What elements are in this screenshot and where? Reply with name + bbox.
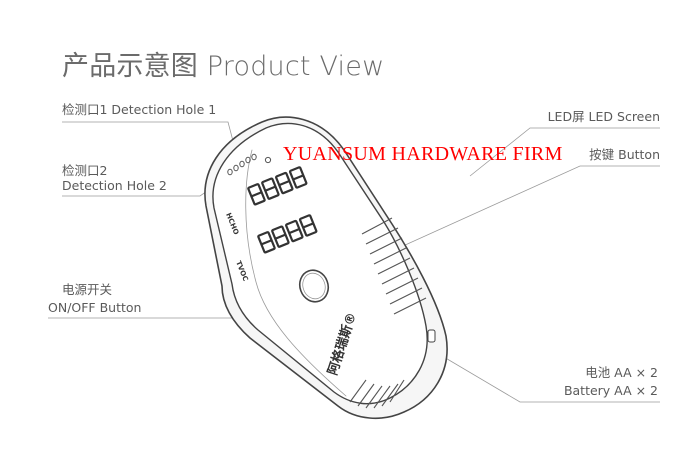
page-title: 产品示意图 Product View — [62, 51, 385, 82]
leader-line-battery — [431, 349, 660, 403]
leader-line-hole1 — [62, 121, 239, 161]
leader-line-led — [469, 127, 660, 177]
watermark-text: YUANSUM HARDWARE FIRM — [283, 143, 563, 165]
label-power-switch-en: ON/OFF Button — [48, 300, 142, 315]
detection-holes — [227, 153, 272, 176]
label-led-screen: LED屏 LED Screen — [547, 109, 660, 124]
label-detection-hole-1: 检测口1 Detection Hole 1 — [62, 102, 217, 117]
label-battery-en: Battery AA × 2 — [563, 383, 658, 398]
label-detection-hole-2-cn: 检测口2 — [62, 163, 108, 178]
round-button[interactable] — [295, 266, 332, 306]
label-detection-hole-2-en: Detection Hole 2 — [62, 178, 167, 193]
label-button: 按键 Button — [589, 147, 660, 162]
battery-cover — [427, 329, 436, 343]
leader-line-hole2 — [62, 177, 227, 197]
leader-line-button — [371, 165, 660, 261]
led-row-tvoc — [257, 214, 318, 254]
led-display — [247, 166, 318, 254]
bottom-grille — [349, 379, 405, 409]
led-row-hcho — [247, 166, 308, 206]
label-battery-cn: 电池 AA × 2 — [585, 365, 658, 380]
side-grille — [361, 217, 427, 315]
label-power-switch-cn: 电源开关 — [62, 282, 113, 297]
